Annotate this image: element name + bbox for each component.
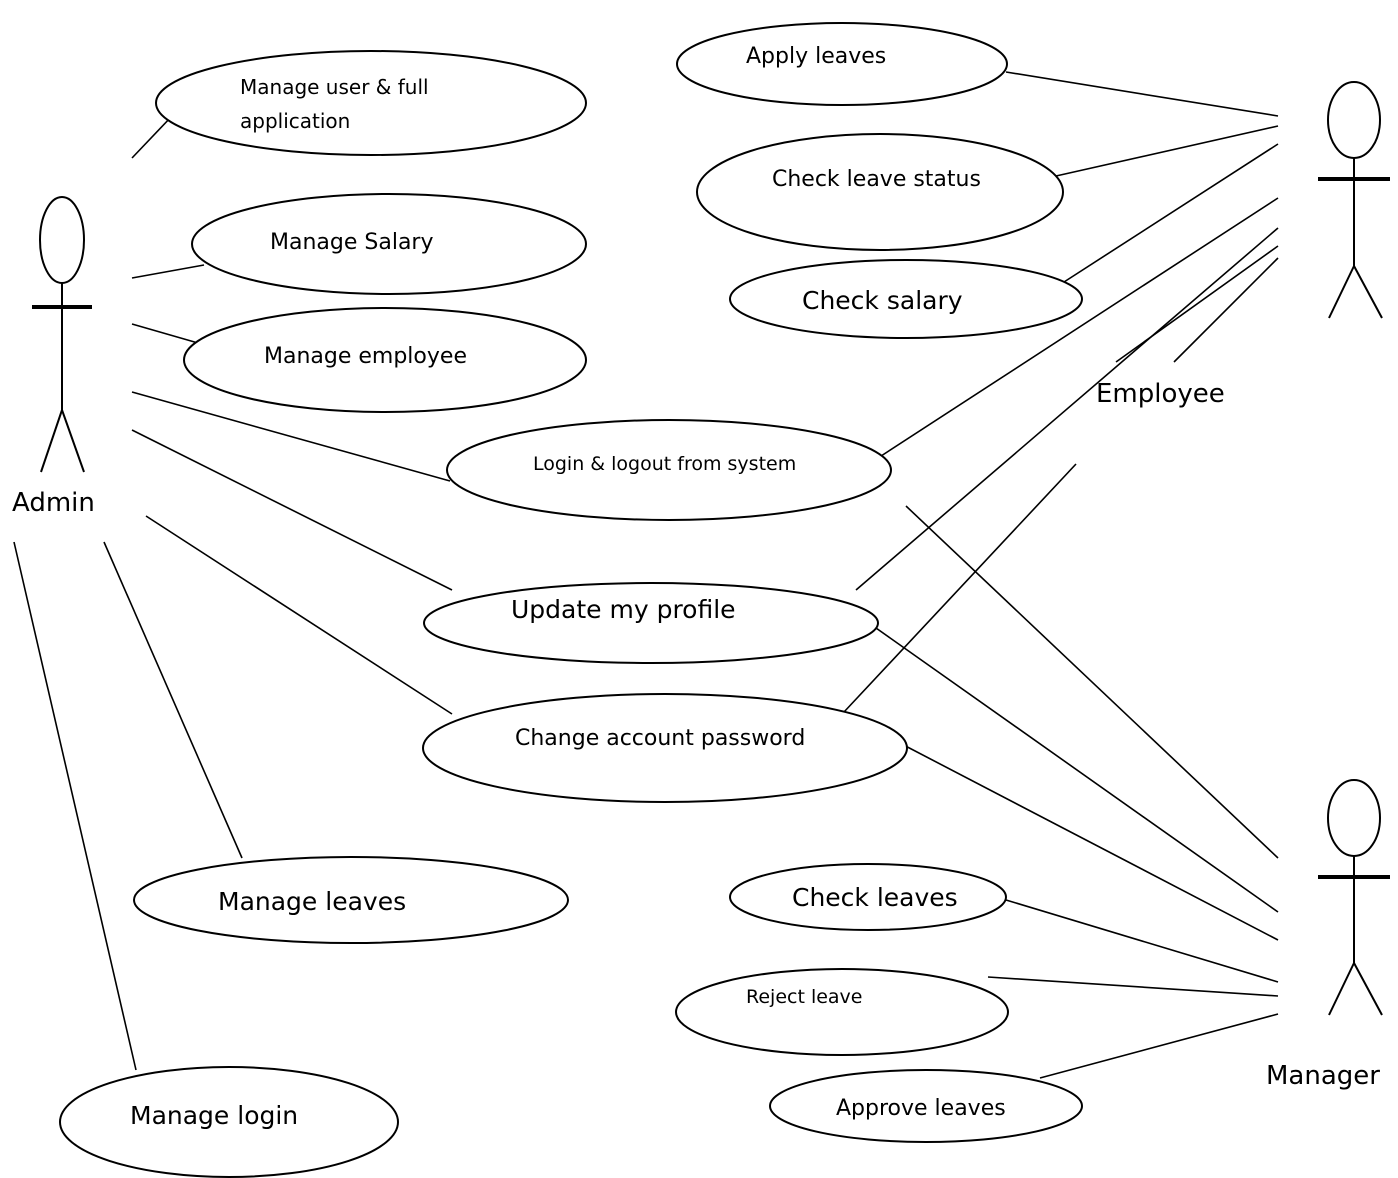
use-case-reject-leave[interactable]: Reject leave bbox=[675, 968, 1009, 1056]
assoc-admin-manage-login bbox=[13, 541, 137, 1071]
use-case-label: Login & logout from system bbox=[533, 453, 796, 475]
associations bbox=[13, 71, 1279, 1079]
use-case-label: Manage login bbox=[130, 1101, 298, 1130]
actor-left-leg bbox=[40, 409, 63, 473]
use-case-label: Apply leaves bbox=[746, 44, 886, 69]
use-case-label: Check salary bbox=[802, 286, 963, 315]
assoc-employee-apply-leaves bbox=[1005, 71, 1279, 117]
assoc-employee-update-profile bbox=[855, 227, 1279, 591]
actor-right-leg bbox=[1353, 265, 1383, 319]
assoc-employee-extra-2 bbox=[1173, 257, 1279, 363]
use-case-label: Manage Salary bbox=[270, 230, 434, 255]
use-case-manage-login[interactable]: Manage login bbox=[59, 1066, 399, 1178]
use-case-label-line2: application bbox=[240, 109, 350, 133]
assoc-manager-update-profile bbox=[875, 627, 1279, 913]
assoc-manager-approve-leaves bbox=[1039, 1013, 1279, 1079]
use-case-login-logout[interactable]: Login & logout from system bbox=[446, 419, 892, 521]
actor-label: Manager bbox=[1266, 1061, 1380, 1091]
assoc-manager-login bbox=[905, 505, 1279, 859]
use-cases: Manage user & full application Manage Sa… bbox=[59, 22, 1083, 1178]
actor-head bbox=[1327, 779, 1381, 857]
actor-label: Admin bbox=[12, 488, 95, 518]
use-case-manage-salary[interactable]: Manage Salary bbox=[191, 193, 587, 295]
assoc-admin-login bbox=[131, 391, 451, 482]
use-case-label: Reject leave bbox=[746, 986, 863, 1008]
actor-employee[interactable]: Employee bbox=[1096, 81, 1390, 409]
use-case-label: Manage employee bbox=[264, 344, 467, 369]
assoc-admin-change-password bbox=[145, 515, 453, 715]
assoc-admin-update-profile bbox=[131, 429, 453, 591]
assoc-admin-manage-employee bbox=[131, 323, 199, 344]
use-case-approve-leaves[interactable]: Approve leaves bbox=[769, 1069, 1083, 1143]
actor-head bbox=[39, 196, 85, 284]
use-case-label-line1: Manage user & full bbox=[240, 75, 429, 99]
actor-manager[interactable]: Manager bbox=[1266, 779, 1390, 1091]
assoc-employee-change-password bbox=[843, 463, 1077, 713]
actor-left-leg bbox=[1328, 962, 1355, 1016]
use-case-label: Approve leaves bbox=[836, 1096, 1006, 1121]
assoc-admin-manage-user bbox=[131, 115, 173, 159]
use-case-manage-user-full-application[interactable]: Manage user & full application bbox=[155, 50, 587, 156]
actor-admin[interactable]: Admin bbox=[12, 196, 95, 518]
actor-left-leg bbox=[1328, 265, 1355, 319]
actor-right-leg bbox=[61, 409, 85, 473]
use-case-check-leaves[interactable]: Check leaves bbox=[729, 863, 1007, 931]
use-case-manage-employee[interactable]: Manage employee bbox=[183, 307, 587, 413]
assoc-admin-manage-salary bbox=[131, 264, 205, 279]
assoc-employee-login bbox=[877, 197, 1279, 459]
use-case-update-my-profile[interactable]: Update my profile bbox=[423, 582, 879, 664]
assoc-manager-change-password bbox=[893, 739, 1279, 941]
assoc-manager-check-leaves bbox=[1005, 899, 1279, 983]
use-case-apply-leaves[interactable]: Apply leaves bbox=[676, 22, 1008, 106]
use-case-label: Check leaves bbox=[792, 883, 958, 912]
assoc-employee-check-salary bbox=[1063, 143, 1279, 283]
use-case-check-salary[interactable]: Check salary bbox=[729, 259, 1083, 339]
actor-right-leg bbox=[1353, 962, 1383, 1016]
assoc-employee-check-leave-status bbox=[1055, 125, 1279, 177]
assoc-admin-manage-leaves bbox=[103, 541, 243, 859]
assoc-manager-reject-leave bbox=[987, 976, 1279, 997]
actor-label: Employee bbox=[1096, 379, 1225, 409]
assoc-employee-extra-1 bbox=[1115, 245, 1279, 363]
use-case-change-account-password[interactable]: Change account password bbox=[422, 693, 908, 803]
actor-head bbox=[1327, 81, 1381, 159]
use-case-label: Manage leaves bbox=[218, 887, 406, 916]
use-case-label: Check leave status bbox=[772, 167, 981, 192]
use-case-label: Change account password bbox=[515, 726, 805, 751]
use-case-label: Update my profile bbox=[511, 595, 736, 624]
use-case-manage-leaves[interactable]: Manage leaves bbox=[133, 856, 569, 944]
use-case-check-leave-status[interactable]: Check leave status bbox=[696, 133, 1064, 251]
